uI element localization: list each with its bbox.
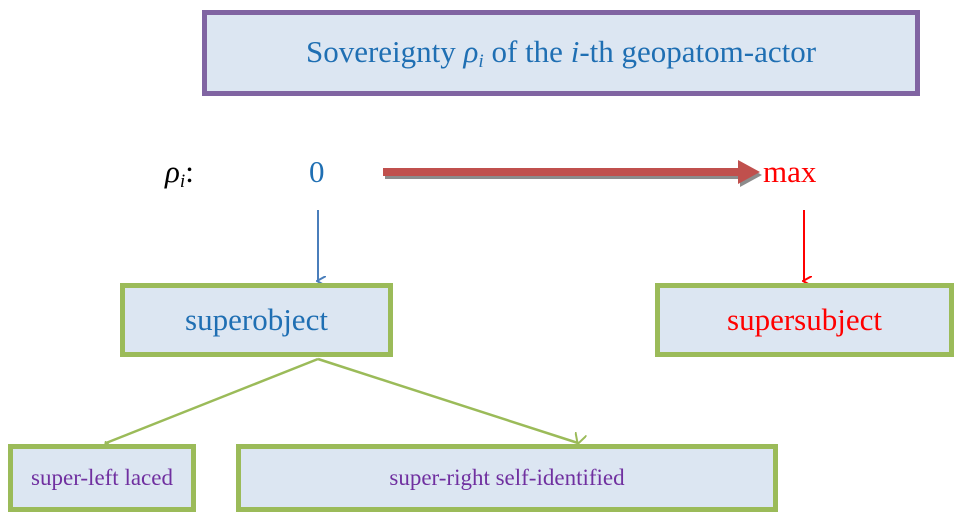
super-right-node: super-right self-identified xyxy=(236,444,778,512)
super-left-node: super-left laced xyxy=(8,444,196,512)
scale-min-label: 0 xyxy=(309,154,325,189)
scale-arrow xyxy=(383,160,762,187)
super-left-label: super-left laced xyxy=(31,465,173,490)
title-box: Sovereignty ρi of the i-th geopatom-acto… xyxy=(202,10,920,96)
title-text: Sovereignty ρi of the i-th geopatom-acto… xyxy=(305,33,817,72)
edge-superobject-to-left xyxy=(106,357,319,443)
superobject-node: superobject xyxy=(120,283,393,357)
supersubject-node: supersubject xyxy=(655,283,954,357)
rho-variable-label: ρi: xyxy=(165,154,194,192)
super-right-label: super-right self-identified xyxy=(389,465,625,490)
edge-superobject-to-right xyxy=(317,357,578,443)
superobject-label: superobject xyxy=(185,302,328,337)
scale-max-label: max xyxy=(763,154,817,189)
supersubject-label: supersubject xyxy=(727,302,882,337)
